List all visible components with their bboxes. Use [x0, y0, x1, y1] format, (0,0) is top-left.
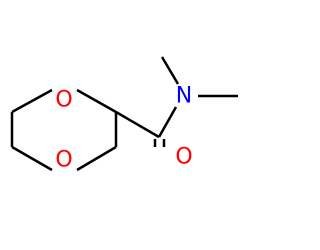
bond-c-o-ring-bottom-left	[11, 145, 53, 172]
atom-labels: O O O N	[55, 84, 192, 173]
amide-nitrogen-label: N	[176, 84, 192, 109]
bond-nitrogen-methyl-top	[160, 56, 180, 85]
carbonyl-oxygen-label: O	[175, 145, 192, 170]
ring-oxygen-bottom-label: O	[55, 148, 72, 173]
bond-ring-carbonyl	[115, 110, 160, 139]
bond-o-c-ring-bottom-right	[76, 145, 117, 172]
bonds	[10, 56, 238, 172]
bond-carbonyl-nitrogen	[157, 106, 178, 138]
structure-diagram: O O O N	[10, 56, 238, 173]
bond-c-o-ring-top-left	[11, 88, 53, 114]
ring-oxygen-top-label: O	[55, 88, 72, 113]
molecule-drawing: O O O N	[10, 56, 238, 173]
bond-c-o-ring-top-right	[76, 88, 117, 114]
